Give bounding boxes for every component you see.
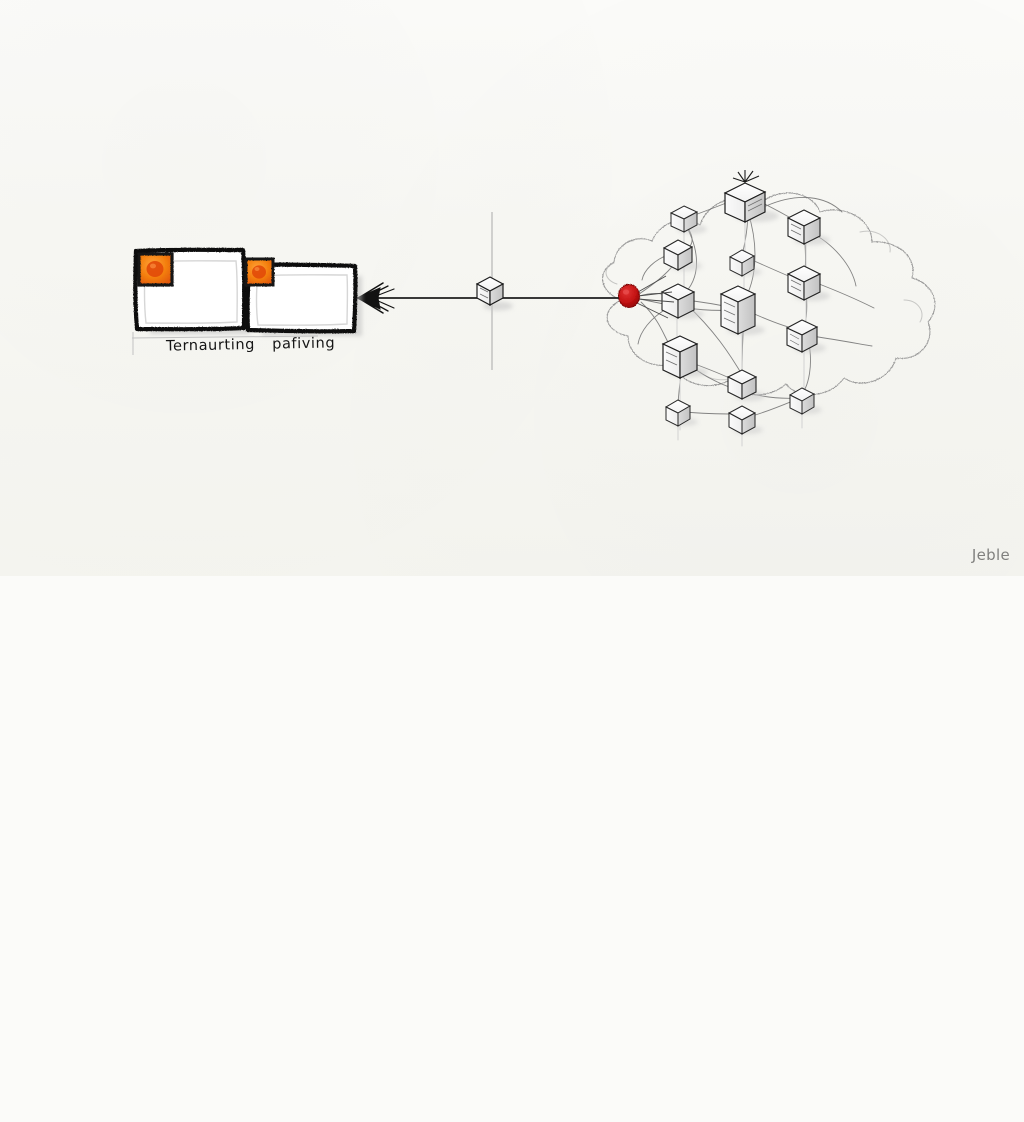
relay-node[interactable]	[475, 276, 513, 311]
cloud-node-cube[interactable]	[788, 387, 822, 415]
cloud-node-cube[interactable]	[785, 319, 826, 353]
sketch-canvas: Ternaurting pafiving Jeble	[0, 0, 1024, 576]
diagram-caption: Ternaurting pafiving	[166, 335, 335, 354]
cloud-node-server[interactable]	[661, 335, 708, 379]
window-back[interactable]	[133, 247, 250, 334]
cloud-node-group	[660, 170, 830, 435]
app-window-icon	[972, 546, 1024, 1122]
cloud-node-cube[interactable]	[728, 249, 762, 277]
diagram-vector-layer	[131, 170, 936, 447]
caption-baseline	[131, 332, 319, 355]
cloud-node-server[interactable]	[786, 209, 830, 245]
window-front[interactable]	[244, 257, 362, 336]
cloud-node-cube[interactable]	[669, 205, 707, 234]
app-badge[interactable]	[137, 252, 174, 287]
connector-group	[361, 212, 619, 370]
cloud-node-cube[interactable]	[660, 283, 704, 319]
arrowhead-icon	[355, 282, 395, 314]
watermark: Jeble	[972, 546, 1010, 564]
caption-word-2: pafiving	[272, 335, 336, 353]
cloud-node-server[interactable]	[786, 265, 830, 301]
cloud-node-cube[interactable]	[664, 399, 698, 427]
cloud-node-server[interactable]	[719, 285, 765, 335]
cloud-node-server-antenna[interactable]	[723, 170, 779, 223]
cloud-node-cube[interactable]	[662, 239, 702, 271]
cloud-entry-node[interactable]	[618, 275, 675, 319]
caption-word-1: Ternaurting	[165, 336, 256, 355]
cloud-node-cube[interactable]	[726, 369, 765, 401]
cloud-node-cube[interactable]	[727, 405, 763, 435]
app-badge[interactable]	[244, 257, 275, 287]
watermark-label: Jeble	[971, 546, 1010, 564]
